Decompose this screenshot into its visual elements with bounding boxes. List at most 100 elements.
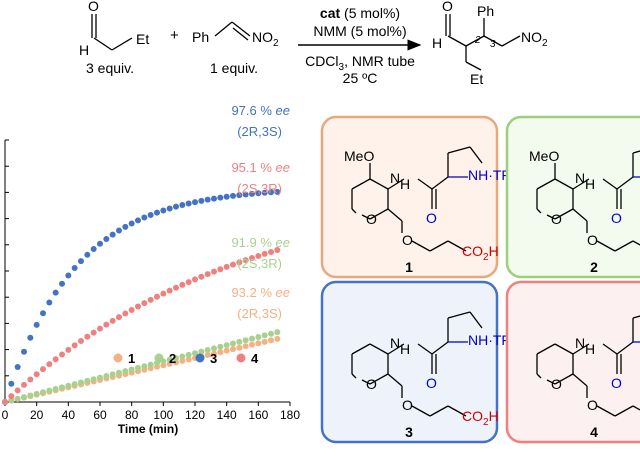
data-point (261, 250, 268, 257)
product-structure (445, 14, 521, 71)
aldehyde-structure (91, 14, 133, 51)
data-point (65, 382, 72, 389)
data-point (179, 281, 186, 288)
carbonyl-oxygen-label: O (426, 210, 437, 226)
data-point (141, 300, 148, 307)
ee-number: 93.2 % (231, 285, 275, 300)
data-point (141, 363, 148, 370)
data-point (128, 220, 135, 227)
data-point (78, 338, 84, 345)
catalyst-number: 2 (590, 259, 598, 275)
amide-h-label: H (585, 176, 595, 192)
catalyst-number: 1 (405, 259, 413, 275)
data-point (135, 364, 141, 371)
data-point (8, 397, 15, 404)
x-tick-label: 160 (248, 408, 268, 422)
panel-frame (320, 115, 499, 279)
x-tick-label: 0 (2, 408, 9, 422)
data-point (217, 266, 224, 273)
data-point (141, 214, 148, 221)
data-point (255, 190, 262, 197)
data-point (192, 199, 198, 206)
data-point (242, 337, 249, 344)
data-point (109, 317, 116, 324)
carbonyl-oxygen-label: O (426, 375, 437, 391)
data-point (236, 259, 243, 266)
data-point (173, 203, 179, 210)
product-no-text: NO (521, 29, 542, 45)
data-point (255, 340, 262, 347)
data-point (154, 209, 160, 216)
data-point (268, 337, 274, 344)
data-point (192, 276, 198, 283)
data-point (122, 310, 129, 317)
ee-value-2: 91.9 % ee (231, 235, 290, 250)
data-point (255, 252, 262, 259)
product-ethyl-label: Et (470, 71, 483, 87)
x-axis-label: Time (min) (118, 422, 178, 436)
data-point (147, 296, 154, 303)
data-point (274, 247, 281, 254)
amide-n-label: N (390, 170, 400, 186)
acid-main: CO (462, 408, 483, 424)
legend-label-1: 1 (128, 351, 135, 366)
data-point (14, 387, 21, 394)
acid-main: CO (462, 243, 483, 259)
data-point (179, 201, 186, 208)
data-point (211, 195, 217, 202)
plus-sign: + (170, 27, 179, 44)
data-point (192, 350, 198, 357)
solvent-a: CDCl (305, 53, 338, 69)
aldehyde-hydrogen: H (79, 42, 89, 58)
acid-sub: 2 (483, 417, 489, 428)
data-point (78, 379, 84, 386)
legend-marker-2 (154, 353, 164, 363)
legend-marker-3 (195, 353, 205, 363)
data-point (52, 356, 59, 363)
ether-oxygen-label: O (402, 232, 413, 248)
data-point (249, 341, 255, 348)
acid-tail: H (489, 243, 499, 259)
data-point (109, 231, 116, 238)
ee-value-4: 95.1 % ee (231, 160, 290, 175)
data-point (230, 340, 236, 347)
data-point (211, 345, 217, 352)
data-point (90, 329, 97, 336)
data-point (204, 271, 211, 278)
carbonyl-oxygen-label: O (611, 210, 622, 226)
data-point (33, 371, 40, 378)
data-point (242, 343, 249, 350)
catalyst-structure (351, 311, 483, 417)
catalyst-structure (536, 150, 640, 252)
reaction-scheme: O H Et 3 equiv. + Ph NO2 1 equiv. cat (5… (79, 0, 548, 87)
data-point (255, 334, 262, 341)
data-point (147, 361, 154, 368)
product-no2-sub: 2 (542, 38, 548, 49)
product-c2-label: 2 (474, 35, 481, 46)
data-point (261, 338, 268, 345)
product-phenyl-label: Ph (477, 3, 494, 19)
config-3: (2R,3S) (237, 124, 282, 139)
data-point (217, 349, 224, 356)
ether-oxygen-label: O (402, 397, 413, 413)
data-point (90, 246, 97, 253)
carbonyl-oxygen-label: O (611, 375, 622, 391)
x-tick-label: 40 (62, 408, 76, 422)
data-point (84, 377, 91, 384)
data-point (185, 279, 192, 286)
data-point (249, 255, 255, 262)
data-point (261, 189, 268, 196)
conditions-solvent: CDCl3, NMR tube (305, 53, 415, 73)
data-point (185, 356, 192, 363)
data-point (46, 299, 53, 306)
data-point (249, 335, 255, 342)
legend-marker-1 (113, 353, 123, 363)
data-point (204, 196, 211, 203)
acid-sub: 2 (483, 252, 489, 263)
data-point (173, 355, 179, 362)
data-point (223, 347, 230, 354)
acid-label: CO2H (462, 243, 499, 263)
data-point (268, 248, 274, 255)
data-point (84, 333, 91, 340)
data-point (160, 207, 167, 214)
